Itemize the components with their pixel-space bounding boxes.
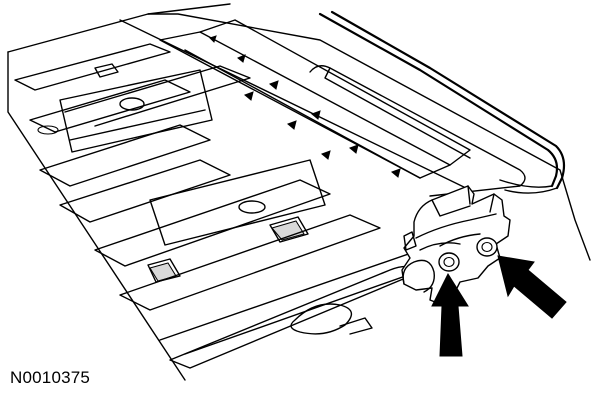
right-bolt [476, 237, 498, 257]
rib [244, 91, 254, 101]
stamped-ribs [14, 43, 446, 355]
rib [237, 54, 246, 63]
rib [287, 120, 297, 130]
rib [209, 35, 217, 43]
latch-assembly [401, 185, 511, 305]
arrow-right-fastener [497, 255, 567, 319]
fasteners [438, 237, 498, 272]
rib [269, 80, 279, 90]
arrow-lower-fastener [431, 272, 469, 357]
cable [318, 10, 566, 194]
floor-panel [7, 3, 591, 381]
ribbed-rail [159, 19, 471, 179]
rib [349, 144, 359, 154]
callout-arrows [431, 255, 567, 357]
rib [391, 168, 401, 178]
raised-pads [59, 63, 326, 283]
panel-holes [37, 97, 266, 214]
figure-id-label: N0010375 [10, 368, 91, 387]
rib [321, 150, 331, 160]
lower-bolt [438, 252, 460, 272]
rib [311, 110, 321, 120]
